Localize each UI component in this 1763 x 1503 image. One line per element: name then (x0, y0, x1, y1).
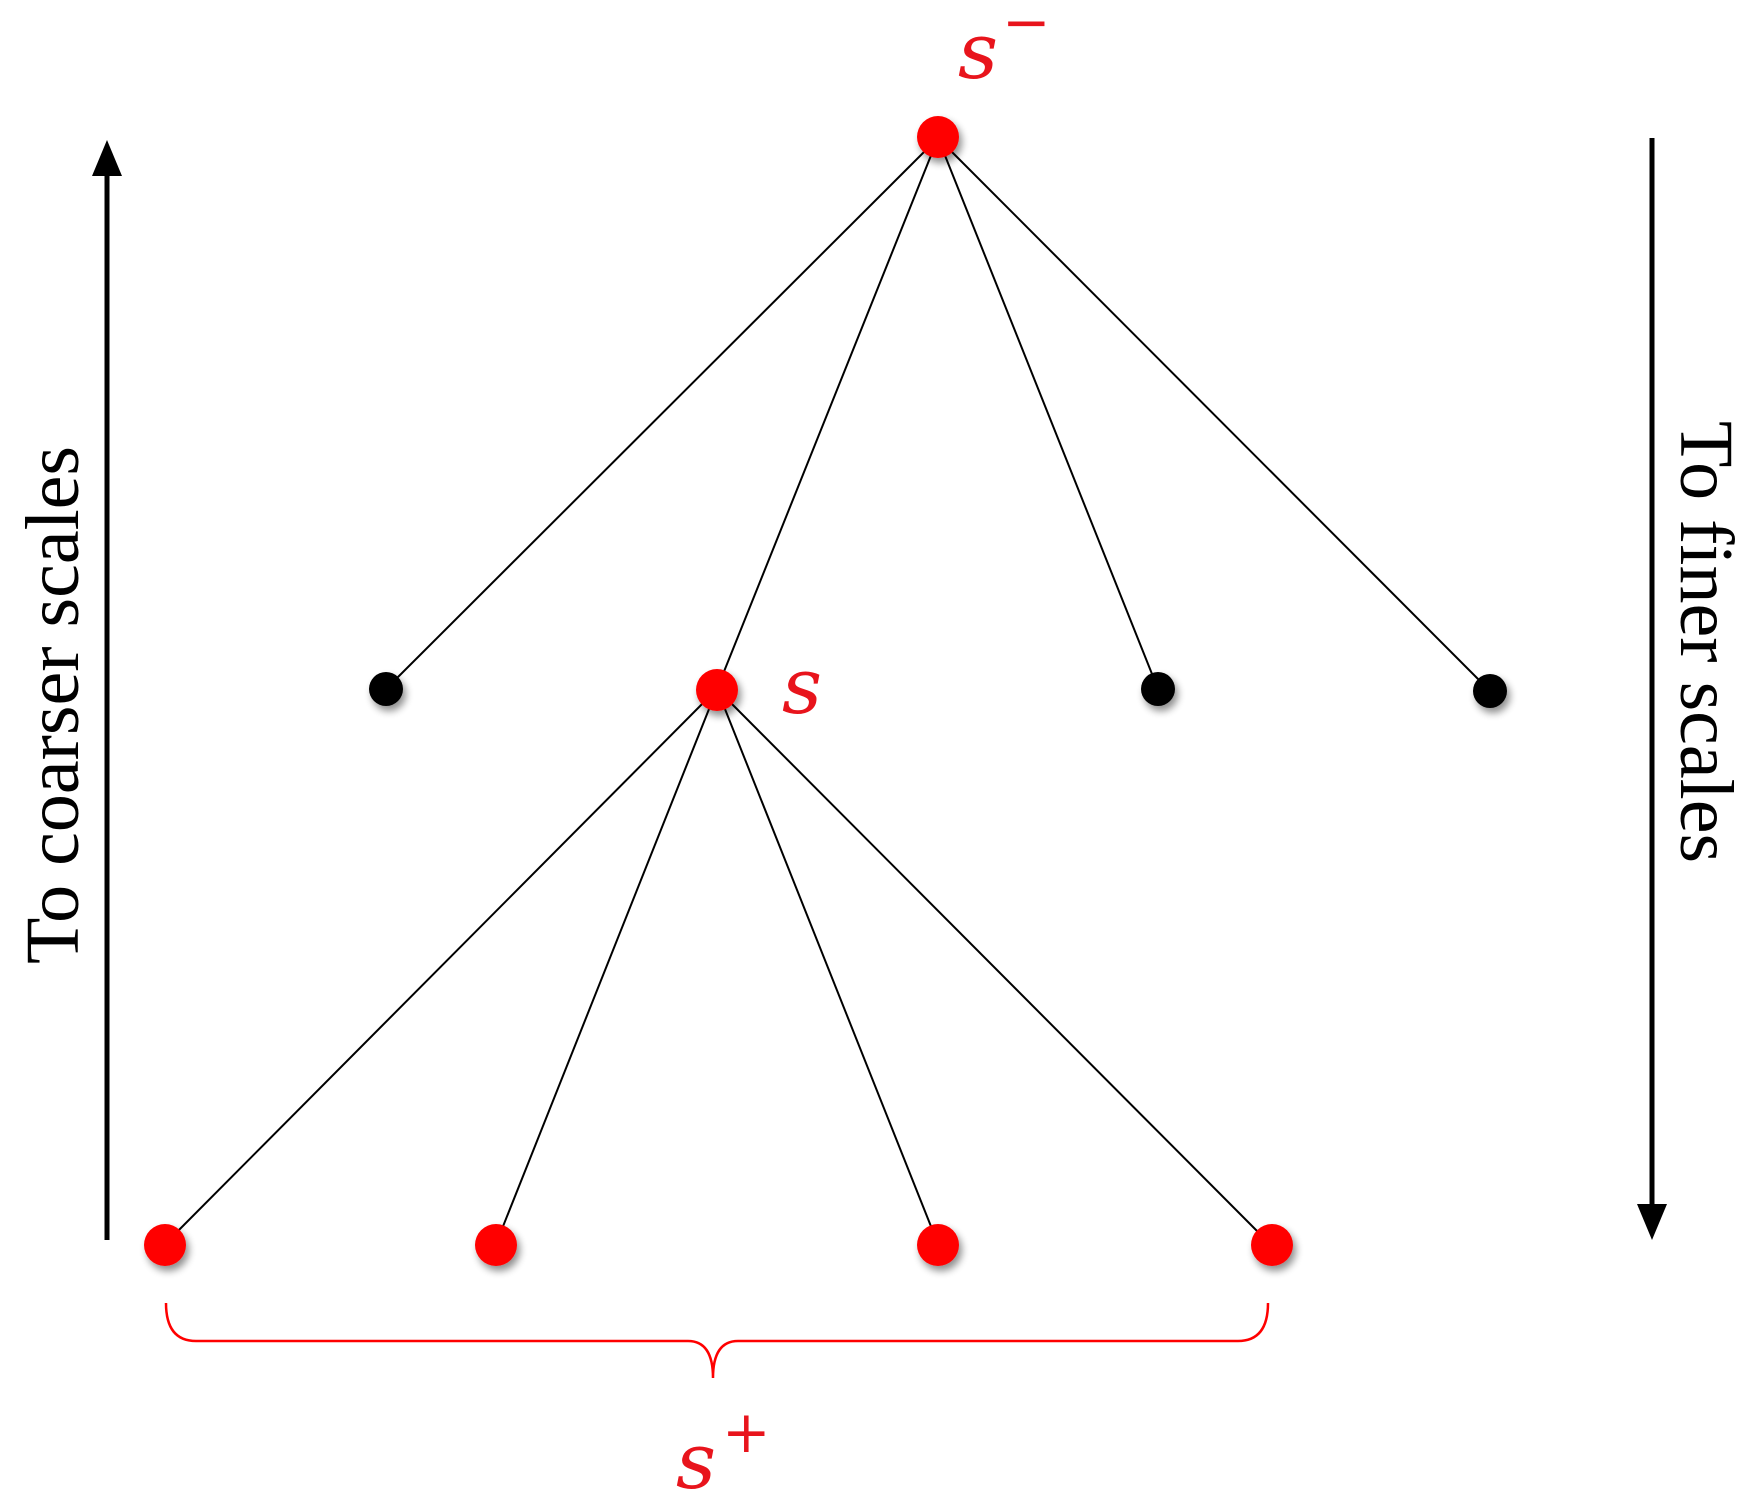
node-child-2 (475, 1224, 517, 1266)
axis-finer-label: To finer scales (1664, 421, 1748, 863)
arrow-down-icon (1637, 1204, 1667, 1240)
edge-s-to-child-1 (164, 688, 718, 1245)
edge-s-to-child-2 (495, 688, 718, 1245)
node-child-1 (144, 1224, 186, 1266)
node-s (696, 669, 738, 711)
node-child-3 (917, 1224, 959, 1266)
label-node: s (782, 642, 822, 732)
edges-top (385, 137, 1491, 692)
node-sibling-right (1473, 674, 1507, 708)
axis-coarser: To coarser scales (11, 140, 122, 1240)
node-sibling-mid-right (1141, 672, 1175, 706)
label-parent-base: s (958, 7, 998, 97)
node-child-4 (1251, 1224, 1293, 1266)
label-children-sup: + (722, 1398, 771, 1466)
axis-finer: To finer scales (1637, 138, 1748, 1240)
node-sibling-left (369, 672, 403, 706)
edge-s-to-child-3 (716, 688, 939, 1245)
edge-top-to-left (385, 137, 939, 690)
edge-top-to-right (937, 137, 1491, 692)
edge-top-to-s (716, 137, 939, 690)
node-parent (917, 116, 959, 158)
label-children-base: s (676, 1417, 716, 1503)
label-parent-sup: − (1002, 0, 1051, 56)
label-parent: s− (958, 0, 1051, 97)
axis-coarser-label: To coarser scales (11, 446, 95, 964)
edge-s-to-child-4 (716, 688, 1271, 1245)
children-brace (164, 1302, 1270, 1379)
nodes (144, 116, 1507, 1266)
label-children: s+ (676, 1398, 771, 1503)
edge-top-to-mid-right (937, 137, 1159, 690)
arrow-up-icon (92, 140, 122, 176)
edges-s (164, 688, 1271, 1245)
